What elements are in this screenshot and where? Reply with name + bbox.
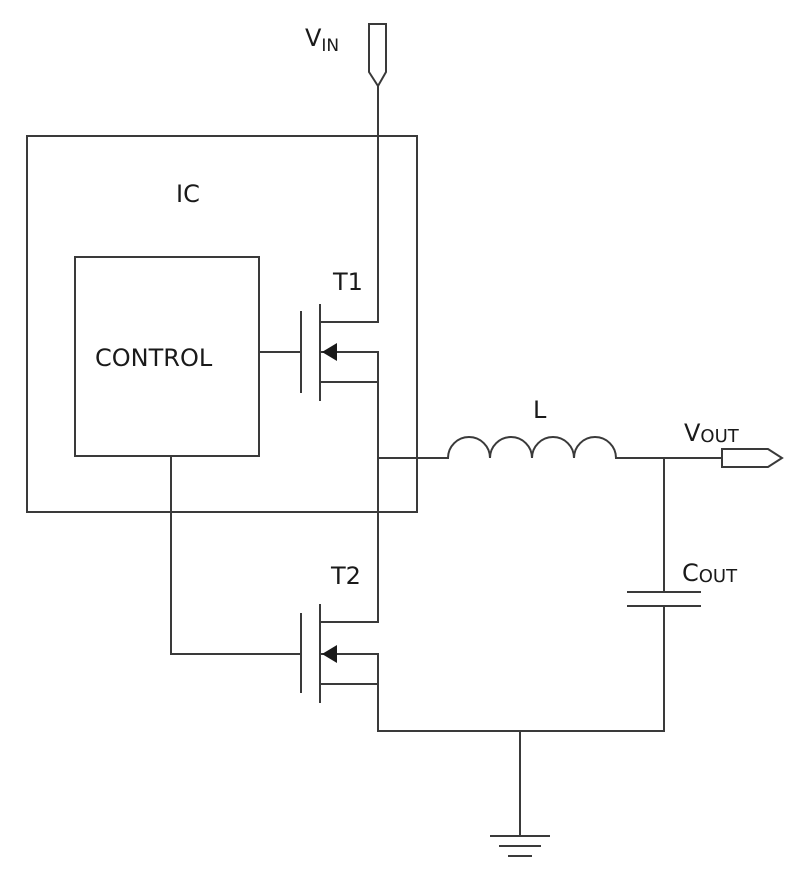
ic-label: IC bbox=[176, 180, 200, 208]
t1-label: T1 bbox=[332, 268, 363, 296]
ic-boundary bbox=[26, 135, 418, 513]
inductor-label: L bbox=[533, 396, 547, 424]
vin-wire bbox=[319, 85, 379, 323]
vout-label: VOUT bbox=[684, 419, 740, 447]
switch-node-wire bbox=[319, 351, 449, 623]
transistor-t2: T2 bbox=[300, 562, 379, 703]
ground-icon bbox=[490, 835, 550, 857]
control-block bbox=[74, 256, 260, 457]
transistor-t1: T1 bbox=[258, 268, 379, 401]
control-label: CONTROL bbox=[95, 344, 213, 372]
ground-wire bbox=[377, 653, 665, 837]
vin-port: VIN bbox=[305, 23, 387, 88]
cout-label: COUT bbox=[682, 559, 738, 587]
control-t2-gate-wire bbox=[170, 455, 302, 655]
vin-label: VIN bbox=[305, 24, 339, 56]
vout-port: VOUT bbox=[684, 419, 784, 468]
t1-arrow bbox=[322, 343, 337, 361]
t2-arrow bbox=[322, 645, 337, 663]
capacitor-cout: COUT bbox=[627, 457, 738, 732]
t2-label: T2 bbox=[330, 562, 361, 590]
inductor-l: L bbox=[446, 396, 723, 460]
